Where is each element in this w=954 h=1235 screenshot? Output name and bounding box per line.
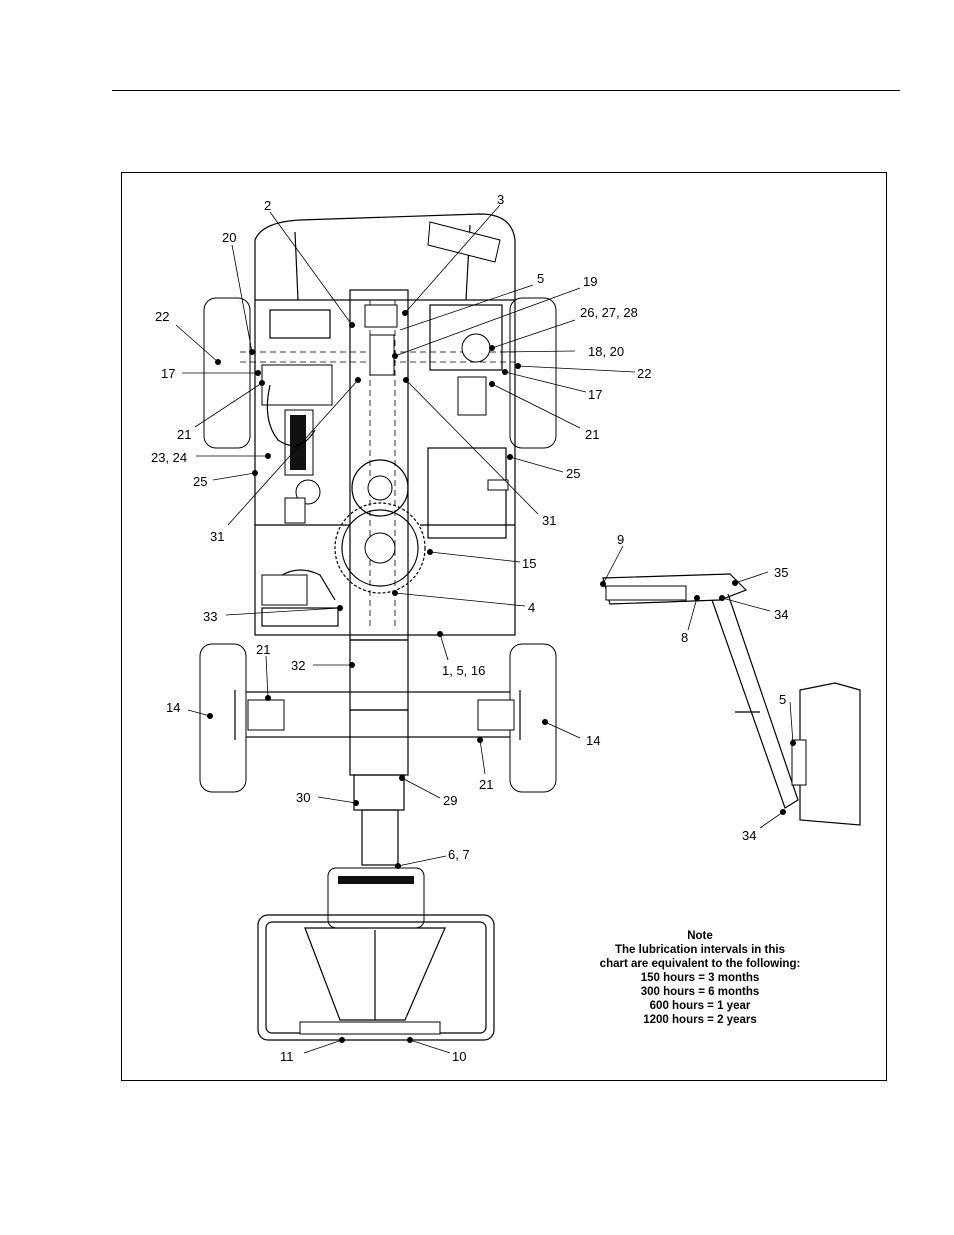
callout-1-5-16: 1, 5, 16 xyxy=(442,663,485,678)
callout-34: 34 xyxy=(774,607,788,622)
callout-30: 30 xyxy=(296,790,310,805)
callout-21: 21 xyxy=(585,427,599,442)
callout-29: 29 xyxy=(443,793,457,808)
note-line: The lubrication intervals in this xyxy=(580,943,820,957)
callout-22: 22 xyxy=(155,309,169,324)
callout-2: 2 xyxy=(264,198,271,213)
callout-17: 17 xyxy=(588,387,602,402)
callout-21: 21 xyxy=(479,777,493,792)
callout-14: 14 xyxy=(586,733,600,748)
lubrication-note: Note The lubrication intervals in this c… xyxy=(580,929,820,1027)
callout-5: 5 xyxy=(779,692,786,707)
callout-14: 14 xyxy=(166,700,180,715)
note-line: 150 hours = 3 months xyxy=(580,971,820,985)
note-line: 1200 hours = 2 years xyxy=(580,1013,820,1027)
note-line: 600 hours = 1 year xyxy=(580,999,820,1013)
rear-right-wheel xyxy=(510,298,556,448)
callout-3: 3 xyxy=(497,192,504,207)
callout-15: 15 xyxy=(522,556,536,571)
callout-21: 21 xyxy=(256,642,270,657)
callout-4: 4 xyxy=(528,600,535,615)
callout-20: 20 xyxy=(222,230,236,245)
callout-6-7: 6, 7 xyxy=(448,847,470,862)
callout-8: 8 xyxy=(681,630,688,645)
callout-34: 34 xyxy=(742,828,756,843)
front-left-wheel xyxy=(200,644,246,792)
side-view-lift-cylinder xyxy=(603,574,860,825)
callout-5: 5 xyxy=(537,271,544,286)
note-line: chart are equivalent to the following: xyxy=(580,957,820,971)
callout-25: 25 xyxy=(193,474,207,489)
machine-top-view xyxy=(200,214,556,1040)
callout-9: 9 xyxy=(617,532,624,547)
front-right-wheel xyxy=(510,644,556,792)
callout-35: 35 xyxy=(774,565,788,580)
callout-11: 11 xyxy=(280,1049,294,1064)
note-title: Note xyxy=(580,929,820,943)
callout-31: 31 xyxy=(542,513,556,528)
callout-21: 21 xyxy=(177,427,191,442)
callout-22: 22 xyxy=(637,366,651,381)
callout-26-27-28: 26, 27, 28 xyxy=(580,305,638,320)
callout-31: 31 xyxy=(210,529,224,544)
callout-32: 32 xyxy=(291,658,305,673)
callout-18-20: 18, 20 xyxy=(588,344,624,359)
callout-33: 33 xyxy=(203,609,217,624)
callout-23-24: 23, 24 xyxy=(151,450,187,465)
callout-10: 10 xyxy=(452,1049,466,1064)
note-line: 300 hours = 6 months xyxy=(580,985,820,999)
callout-19: 19 xyxy=(583,274,597,289)
platform xyxy=(258,915,494,1040)
callout-17: 17 xyxy=(161,366,175,381)
callout-25: 25 xyxy=(566,466,580,481)
